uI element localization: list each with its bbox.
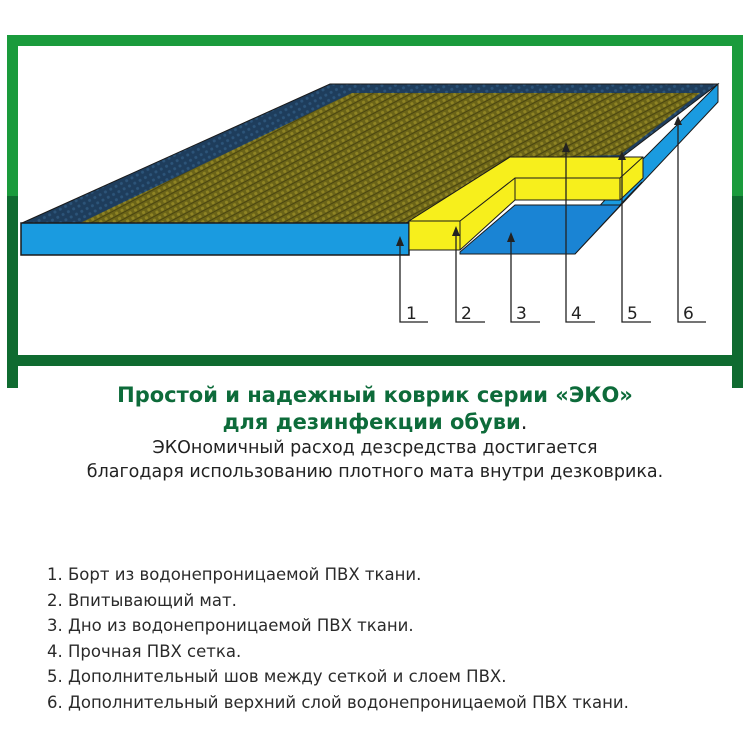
callout-lines <box>399 120 706 323</box>
callout-arrowheads <box>396 116 682 246</box>
headline-period: . <box>520 410 528 434</box>
title-block: Простой и надежный коврик серии «ЭКО» дл… <box>0 382 750 484</box>
diagram-frame <box>7 35 743 388</box>
bottom-layer <box>459 181 643 255</box>
subtitle-line-1: ЭКОномичный расход дезсредства достигает… <box>152 438 598 458</box>
legend-item: 6. Дополнительный верхний слой водонепро… <box>47 692 629 712</box>
headline-line-1: Простой и надежный коврик серии «ЭКО» <box>117 383 633 407</box>
callout-label-3: 3 <box>516 304 527 324</box>
front-side-wall <box>20 222 410 256</box>
mesh-surface <box>80 93 700 223</box>
mat-layer-diagram: 1 2 3 4 5 6 <box>20 82 720 324</box>
subtitle-line-2: благодаря использованию плотного мата вн… <box>86 462 664 482</box>
legend-item: 1. Борт из водонепроницаемой ПВХ ткани. <box>47 565 422 584</box>
legend-item: 3. Дно из водонепроницаемой ПВХ ткани. <box>47 616 414 635</box>
headline-line-2: для дезинфекции обуви. <box>0 409 750 436</box>
headline-line-2-text: для дезинфекции обуви <box>222 410 521 434</box>
callout-label-1: 1 <box>406 304 417 324</box>
callout-label-4: 4 <box>571 304 582 324</box>
legend-item: 4. Прочная ПВХ сетка. <box>47 641 242 661</box>
callout-label-2: 2 <box>461 304 472 324</box>
callout-label-5: 5 <box>627 304 638 324</box>
legend-item: 5. Дополнительный шов между сеткой и сло… <box>47 667 507 686</box>
legend-item: 2. Впитывающий мат. <box>47 590 237 610</box>
absorbent-mat-layer <box>408 156 644 251</box>
legend-list: 1. Борт из водонепроницаемой ПВХ ткани. … <box>47 562 629 715</box>
callout-label-6: 6 <box>683 304 694 324</box>
